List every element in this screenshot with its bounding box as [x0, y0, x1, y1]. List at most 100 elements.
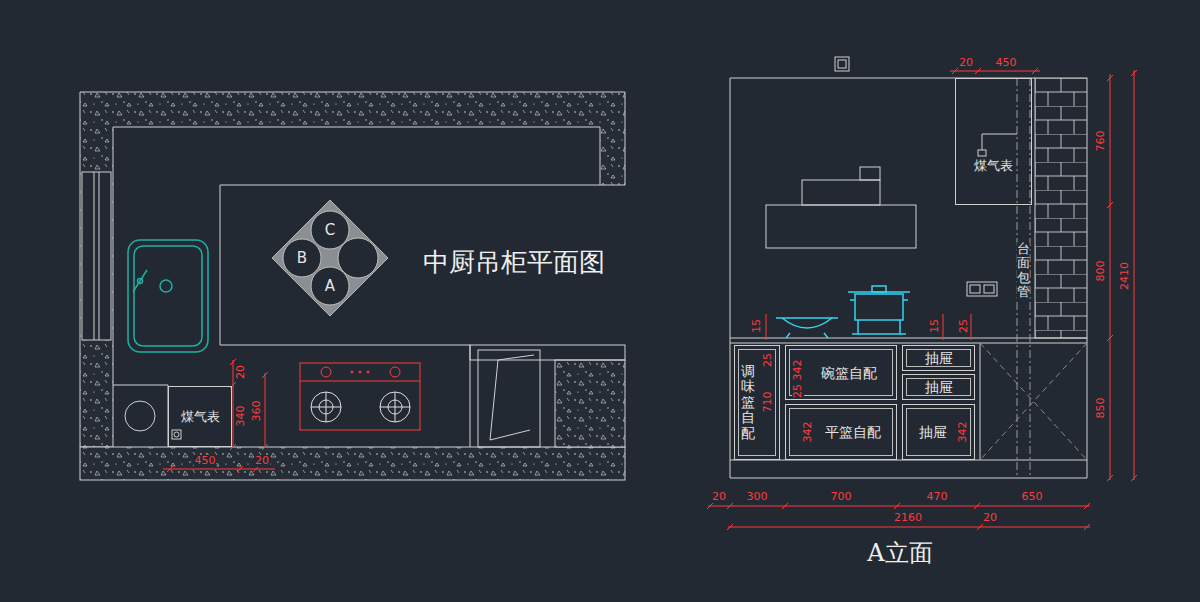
- burner: [380, 392, 410, 422]
- dimension-number: 2410: [1119, 261, 1131, 291]
- burner: [380, 392, 410, 422]
- ceiling-cabinet-symbol: [272, 200, 388, 316]
- wok: [786, 333, 828, 338]
- wall: [555, 360, 625, 447]
- sink: [160, 280, 172, 292]
- gas-stove: [390, 367, 400, 377]
- dimension-number: 340: [235, 405, 247, 428]
- socket: [970, 285, 980, 293]
- cabinet-door-line: [980, 343, 1087, 460]
- plan-line: [470, 345, 471, 447]
- gas-stove: [321, 367, 331, 377]
- socket: [838, 60, 846, 68]
- pipe: [1017, 78, 1030, 478]
- socket: [984, 285, 994, 293]
- elevation-outline: [730, 78, 1035, 478]
- dimension-number: 450: [995, 57, 1018, 69]
- dimension-number: 2160: [893, 512, 923, 524]
- dimension-line: [1107, 74, 1113, 481]
- wall: [80, 92, 625, 480]
- node-label: A: [325, 278, 335, 294]
- drawer-box: 抽屉: [902, 374, 975, 400]
- node-label: 抽屉: [925, 350, 953, 366]
- drawing-title: 中厨吊柜平面图: [423, 247, 605, 277]
- circle-outline: [311, 267, 349, 305]
- window: [82, 172, 111, 340]
- node-label: 碗篮自配: [821, 365, 877, 381]
- range-hood: [766, 167, 916, 248]
- dimension-line: [766, 314, 971, 340]
- dimension-number: 25: [792, 383, 804, 399]
- node-label: 平篮自配: [825, 424, 881, 440]
- wok: [776, 318, 838, 338]
- burner-circle: A: [310, 266, 350, 306]
- gas-stove: [359, 371, 361, 373]
- dimension-number: 20: [958, 57, 974, 69]
- dimension-number: 25: [958, 318, 970, 334]
- dimension-line: [1131, 70, 1137, 481]
- dimension-number: 20: [235, 364, 247, 380]
- plan-line: [478, 350, 540, 447]
- dimension-number: 450: [194, 455, 217, 467]
- node-label: 调味篮自配: [741, 364, 755, 441]
- wok: [776, 317, 838, 319]
- range-hood: [860, 167, 880, 180]
- socket: [835, 57, 997, 296]
- plan-line: [125, 401, 155, 431]
- gas-pipe: [978, 134, 1017, 156]
- elevation-outline: [1035, 78, 1087, 338]
- dimension-line: [707, 503, 1090, 509]
- elevation-outline: [730, 338, 1087, 478]
- dimension-number: 15: [929, 318, 941, 334]
- socket: [835, 57, 849, 71]
- sink: [128, 240, 208, 352]
- plan-line: [113, 185, 625, 447]
- sink: [133, 270, 147, 292]
- wall: [80, 92, 625, 447]
- dimension-line: [163, 68, 1137, 530]
- dimension-number: 850: [1095, 397, 1107, 420]
- gas-stove: [367, 371, 369, 373]
- pot: [850, 299, 908, 301]
- dimension-number: 20: [711, 491, 727, 503]
- range-hood: [802, 180, 880, 205]
- sink: [128, 240, 208, 352]
- burner-circle: C: [310, 210, 350, 250]
- node-label: B: [297, 250, 307, 266]
- dimension-line: [727, 524, 1090, 530]
- socket: [967, 282, 997, 296]
- dimension-number: 25: [762, 352, 774, 368]
- circle-outline: [283, 239, 321, 277]
- gas-meter-box: 煤气表: [955, 78, 1032, 205]
- elevation-outline: [730, 338, 1087, 343]
- view-caption: A立面: [867, 539, 932, 567]
- dimension-number: 470: [926, 491, 949, 503]
- burner: [311, 392, 341, 422]
- dimension-number: 650: [1021, 491, 1044, 503]
- plan-line: [470, 345, 625, 360]
- sink: [138, 279, 143, 284]
- pot: [855, 294, 903, 320]
- plan-line: [490, 355, 534, 440]
- pipe-label: 台面包管: [1017, 242, 1030, 299]
- elevation-outline: [730, 78, 1087, 478]
- dimension-number: 342: [802, 421, 814, 444]
- window: [82, 172, 111, 340]
- plan-line: [174, 432, 179, 437]
- dimension-number: 710: [762, 391, 774, 414]
- ceiling-cabinet-symbol: [338, 238, 378, 278]
- gas-pipe: [982, 134, 1017, 150]
- dimension-number: 342: [957, 421, 969, 444]
- burner: [311, 392, 410, 422]
- elevation-outline: [980, 343, 981, 460]
- circle-outline: [311, 211, 349, 249]
- dimension-number: 760: [1095, 130, 1107, 153]
- pot: [872, 286, 886, 292]
- dimension-number: 300: [746, 491, 769, 503]
- gas-stove: [300, 363, 420, 430]
- dimension-number: 15: [751, 318, 763, 334]
- wok: [782, 318, 832, 328]
